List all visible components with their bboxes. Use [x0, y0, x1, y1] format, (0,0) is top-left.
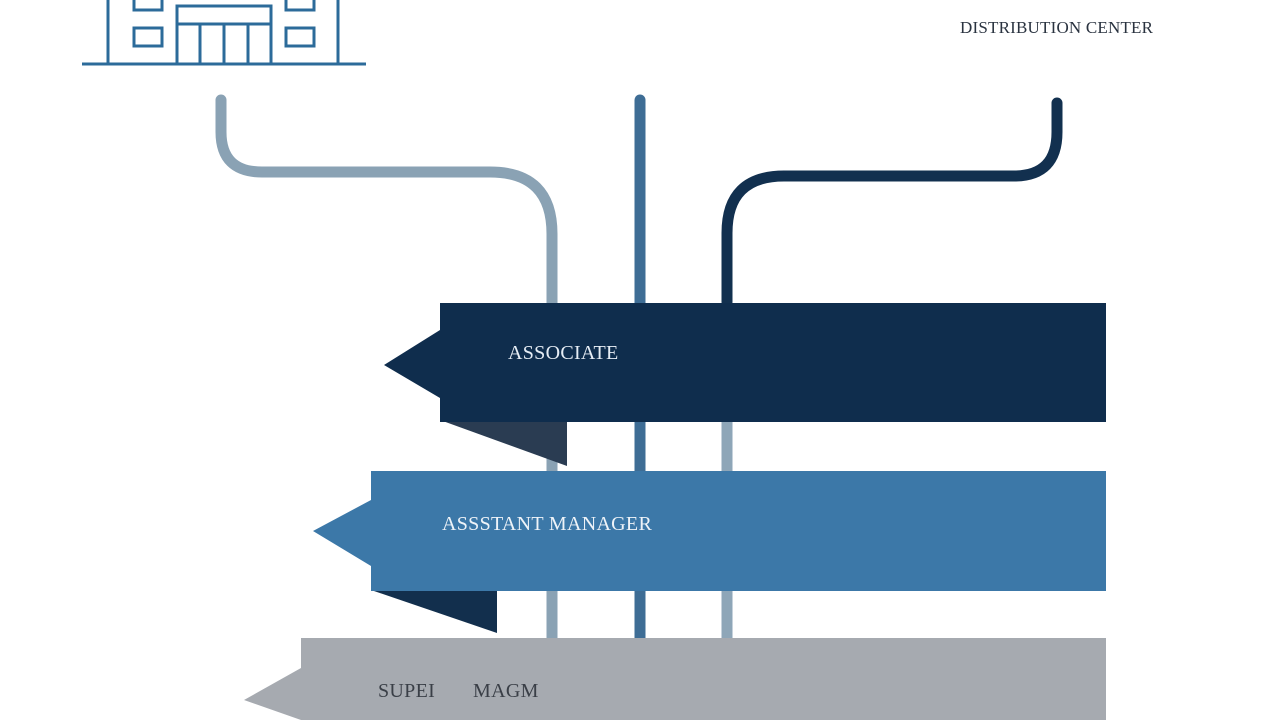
tier-supervisor [244, 638, 1106, 720]
tier-label-assistant-manager: ASSSTANT MANAGER [442, 513, 653, 535]
tier-supervisor-band [244, 638, 1106, 720]
tier-assistant-band [313, 471, 1106, 591]
tier-associate-band [384, 303, 1106, 422]
tier-label-supervisor-part-2: MAGM [473, 680, 539, 702]
connector-left [215, 94, 558, 646]
header-title: DISTRIBUTION CENTER [960, 18, 1154, 37]
building-icon [82, 0, 366, 66]
tier-associate-fold [440, 420, 567, 466]
tier-associate [384, 303, 1106, 466]
tier-assistant-manager [313, 471, 1106, 633]
connector-right [721, 97, 1063, 308]
tier-label-associate: ASSOCIATE [508, 342, 619, 364]
tier-assistant-fold [371, 590, 497, 633]
tier-label-supervisor-part-1: SUPEI [378, 680, 436, 702]
